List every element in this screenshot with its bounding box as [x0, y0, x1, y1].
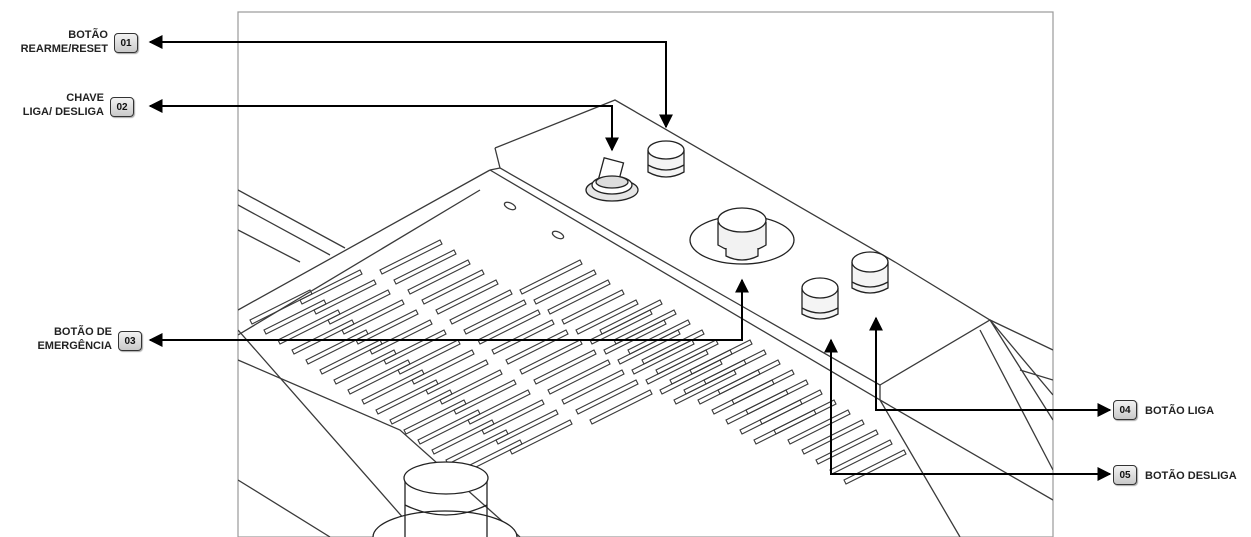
callout-badge-04: 04	[1113, 400, 1137, 420]
callout-label-04-line1: BOTÃO LIGA	[1145, 405, 1215, 417]
callout-label-03: BOTÃO DE EMERGÊNCIA	[10, 325, 112, 353]
callout-label-05-line1: BOTÃO DESLIGA	[1145, 470, 1237, 482]
leader-02	[148, 99, 619, 152]
leader-05	[824, 338, 1112, 481]
vent-slot	[425, 359, 489, 395]
on-button-icon	[851, 251, 889, 294]
vent-slot	[731, 369, 795, 405]
vent-slot	[561, 369, 625, 405]
vent-slot	[379, 239, 443, 275]
selector-switch-icon	[585, 156, 639, 202]
vent-slot	[509, 419, 573, 455]
vent-slot	[495, 409, 559, 445]
vent-slot	[453, 379, 517, 415]
vent-slot	[745, 379, 809, 415]
reset-button-icon	[647, 140, 685, 178]
vent-slot	[439, 369, 503, 405]
callout-label-02-line1: CHAVE	[66, 92, 104, 104]
vent-slot	[689, 339, 753, 375]
callout-badge-03: 03	[118, 331, 142, 351]
callout-label-02: CHAVE LIGA/ DESLIGA	[0, 91, 104, 119]
vent-slot	[481, 399, 545, 435]
callout-label-03-line1: BOTÃO DE	[53, 326, 112, 338]
callout-label-01: BOTÃO REARME/RESET	[10, 28, 108, 56]
leader-03	[148, 278, 749, 347]
callout-badge-02: 02	[110, 97, 134, 117]
foreground-knob-icon	[372, 461, 518, 537]
callout-label-04: BOTÃO LIGA	[1145, 404, 1245, 418]
vent-slot	[411, 349, 475, 385]
callout-badge-05: 05	[1113, 465, 1137, 485]
callout-label-02-line2: LIGA/ DESLIGA	[22, 106, 104, 118]
vent-slot	[703, 349, 767, 385]
callout-label-01-line2: REARME/RESET	[20, 43, 108, 55]
vent-slot	[589, 389, 653, 425]
vent-slot	[759, 389, 823, 425]
callout-label-03-line2: EMERGÊNCIA	[37, 340, 112, 352]
leader-01	[148, 35, 673, 129]
callout-label-05: BOTÃO DESLIGA	[1145, 469, 1249, 483]
vent-slot	[533, 349, 597, 385]
vent-slot	[547, 359, 611, 395]
off-button-icon	[801, 277, 839, 320]
vent-slot	[575, 379, 639, 415]
vent-slot	[467, 389, 531, 425]
left-rail	[238, 189, 346, 263]
vent-slot	[717, 359, 781, 395]
callout-badge-01: 01	[114, 33, 138, 53]
emergency-button-icon	[689, 207, 795, 265]
callout-label-01-line1: BOTÃO	[68, 29, 108, 41]
